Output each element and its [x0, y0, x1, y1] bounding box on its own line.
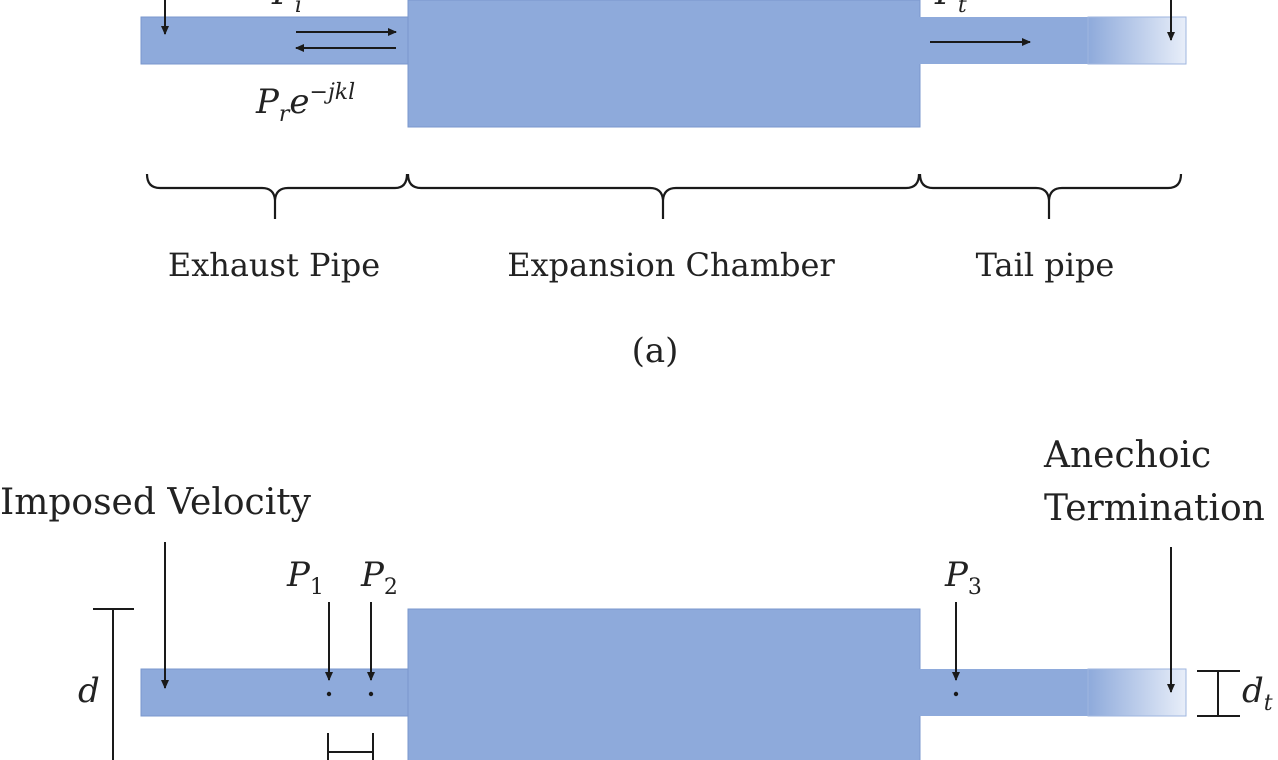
tail-pipe-a: [919, 17, 1089, 64]
figure-a-caption: (a): [632, 331, 679, 371]
expansion-chamber-a: [407, 0, 921, 128]
d-label: d: [78, 671, 100, 711]
anechoic-label: Anechoic: [1043, 435, 1211, 476]
exhaust-pipe-label: Exhaust Pipe: [168, 246, 380, 284]
curly-bracket-icon: [145, 173, 1183, 219]
mic-spacing-dimension: [327, 733, 374, 760]
chamber-diameter-dimension: [93, 608, 134, 760]
transmitted-pressure-label: Pt: [934, 0, 967, 18]
tailpipe-diameter-dimension: [1197, 670, 1240, 717]
p1-point: [326, 691, 332, 697]
incident-pressure-label: Pi: [271, 0, 302, 18]
exhaust-pipe-b: [140, 668, 410, 717]
p2-point: [368, 691, 374, 697]
figure-a: Pi Pt Pre−jkl Exhaust Pipe Expansion Cha…: [140, 0, 1187, 371]
expansion-chamber-b: [407, 608, 921, 760]
p2-label: P2: [360, 555, 398, 600]
tail-pipe-b: [919, 669, 1089, 716]
imposed-velocity-label: Imposed Velocity: [0, 482, 312, 523]
p3-label: P3: [944, 555, 982, 600]
reflected-pressure-label: Pre−jkl: [255, 80, 355, 127]
p1-label: P1: [286, 555, 324, 600]
dt-label: dt: [1242, 671, 1273, 716]
tail-pipe-label: Tail pipe: [976, 246, 1115, 284]
p3-point: [953, 691, 959, 697]
termination-label: Termination: [1044, 488, 1265, 529]
expansion-chamber-label: Expansion Chamber: [507, 246, 835, 284]
exhaust-pipe-a: [140, 16, 410, 65]
figure-b: Imposed Velocity Anechoic Termination P1…: [0, 435, 1273, 760]
